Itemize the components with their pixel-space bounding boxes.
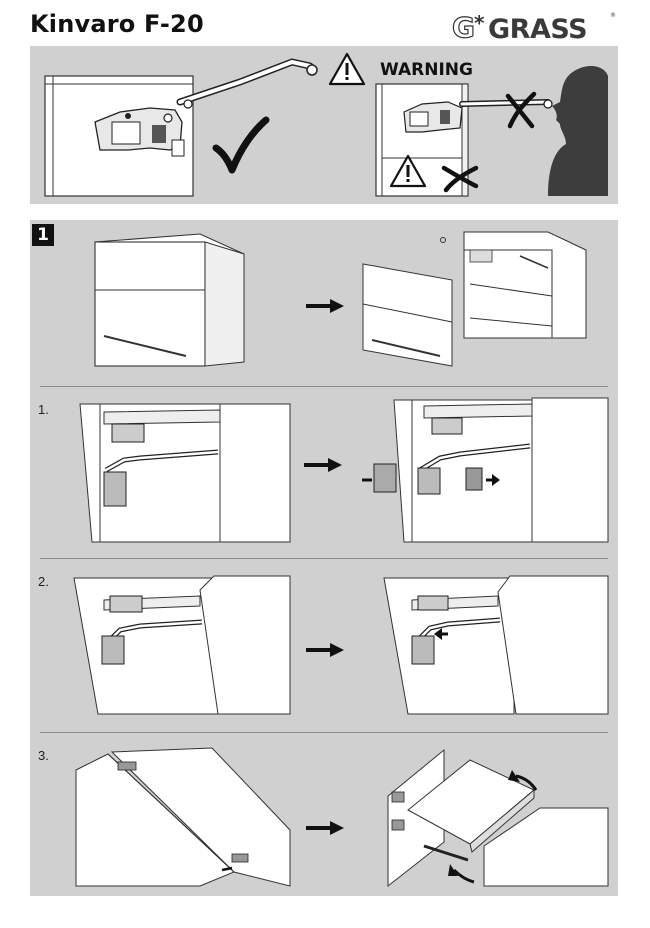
divider (40, 732, 608, 733)
cross-icon (505, 91, 537, 129)
section-number-badge: 1 (32, 224, 54, 246)
step-label-1: 1. (38, 402, 49, 417)
svg-text:G: G (452, 11, 475, 44)
step3-before-illustration (75, 747, 291, 887)
arrow-right (304, 819, 346, 837)
step3-after-illustration (387, 748, 609, 888)
step-label-3: 3. (38, 748, 49, 763)
svg-text:GRASS: GRASS (488, 14, 587, 44)
warning-label: WARNING (380, 60, 473, 80)
step1-after-illustration (362, 397, 609, 543)
warning-triangle-icon-small (389, 154, 427, 188)
check-icon (212, 116, 270, 174)
svg-text:*: * (474, 11, 485, 35)
step1-before-illustration (79, 403, 291, 543)
arrow-right (302, 456, 344, 474)
step2-after-illustration (383, 575, 609, 715)
grass-logo: G * GRASS ® (452, 10, 616, 44)
divider (40, 558, 608, 559)
cabinet-closed-illustration (94, 233, 245, 367)
wrong-mounting-illustration (375, 83, 553, 197)
step-label-2: 2. (38, 574, 49, 589)
cabinet-disassembled-illustration (362, 231, 587, 367)
document-title: Kinvaro F-20 (30, 10, 204, 38)
arrow-right (304, 297, 346, 315)
cross-icon-small (441, 165, 479, 193)
svg-text:®: ® (610, 12, 616, 19)
step2-before-illustration (73, 575, 291, 715)
correct-mounting-illustration (44, 58, 318, 197)
arrow-right (304, 641, 346, 659)
warning-triangle-icon (328, 52, 366, 86)
divider (40, 386, 608, 387)
person-silhouette (548, 65, 608, 196)
